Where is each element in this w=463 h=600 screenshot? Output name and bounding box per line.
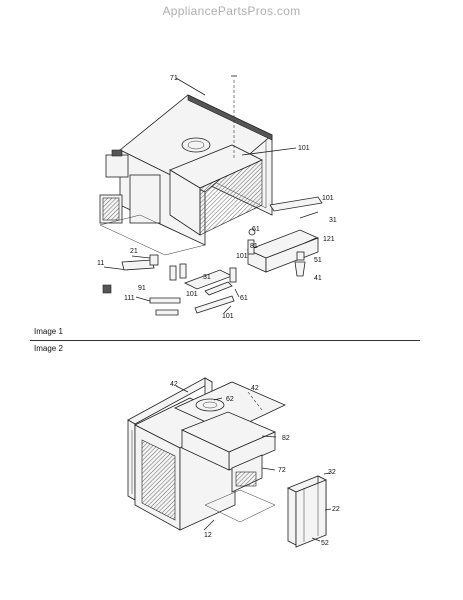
image2-drawing [127, 377, 332, 548]
callout-41: 41 [314, 275, 322, 282]
callout-101: 101 [236, 253, 248, 260]
callout-22: 22 [332, 506, 340, 513]
callout-31: 31 [203, 274, 211, 281]
callout-101: 101 [186, 291, 198, 298]
callout-91: 91 [138, 285, 146, 292]
callout-11: 11 [97, 260, 104, 267]
callout-12: 12 [204, 532, 212, 539]
frame-left-rail [127, 419, 136, 501]
section-label-image-2: Image 2 [34, 344, 63, 353]
callout-72: 72 [278, 467, 286, 474]
section-divider [30, 340, 420, 341]
watermark: AppliancePartsPros.com [162, 4, 301, 18]
callout-121: 121 [323, 236, 335, 243]
callout-111: 111 [124, 295, 135, 302]
image2-callouts: 42 62 42 82 72 32 22 52 12 [170, 381, 340, 547]
section-label-image-1: Image 1 [34, 327, 63, 336]
callout-71: 71 [170, 75, 178, 82]
callout-61: 61 [252, 226, 260, 233]
callout-61: 61 [240, 295, 248, 302]
callout-62: 62 [226, 396, 234, 403]
callout-82: 82 [282, 435, 290, 442]
image1-callouts: 71 101 101 31 121 51 41 61 81 21 11 101 … [97, 75, 337, 320]
callout-101: 101 [222, 313, 234, 320]
callout-51: 51 [314, 257, 322, 264]
callout-42: 42 [251, 385, 259, 392]
callout-81: 81 [250, 243, 258, 250]
callout-21: 21 [130, 248, 138, 255]
image1-drawing [99, 75, 323, 316]
callout-101: 101 [322, 195, 334, 202]
callout-52: 52 [321, 540, 329, 547]
callout-101: 101 [298, 145, 310, 152]
callout-32: 32 [328, 469, 336, 476]
callout-42: 42 [170, 381, 178, 388]
callout-31: 31 [329, 217, 337, 224]
